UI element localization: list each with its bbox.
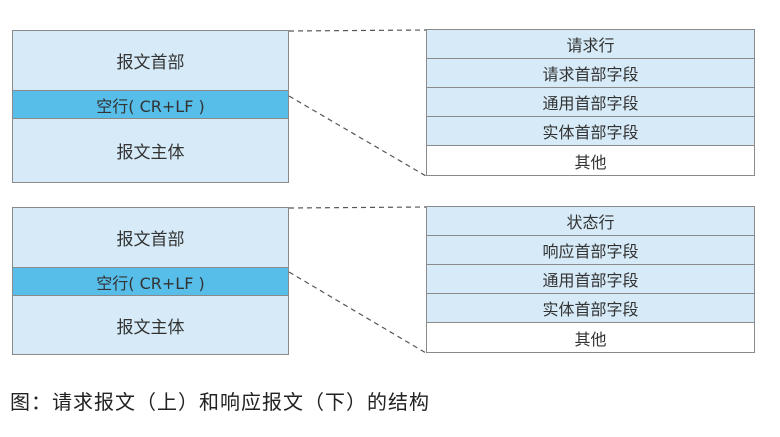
general-header-fields-row: 通用首部字段 [427,88,754,117]
other-row: 其他 [427,146,754,175]
response-message-box: 报文首部 空行( CR+LF ) 报文主体 [12,207,289,355]
response-header-detail-box: 状态行 响应首部字段 通用首部字段 实体首部字段 其他 [426,206,755,353]
response-top-connector [288,206,427,209]
request-line-row: 请求行 [427,30,754,59]
response-header-fields-row: 响应首部字段 [427,236,754,265]
request-header-detail-box: 请求行 请求首部字段 通用首部字段 实体首部字段 其他 [426,29,755,176]
other-row: 其他 [427,323,754,352]
request-bottom-connector [288,95,427,177]
request-header-fields-row: 请求首部字段 [427,59,754,88]
request-message-header: 报文首部 [13,31,288,90]
request-message-body: 报文主体 [13,119,288,182]
response-message-header: 报文首部 [13,208,288,267]
status-line-row: 状态行 [427,207,754,236]
entity-header-fields-row: 实体首部字段 [427,294,754,323]
request-top-connector [288,29,427,32]
general-header-fields-row: 通用首部字段 [427,265,754,294]
request-blank-line: 空行( CR+LF ) [13,90,288,119]
response-message-body: 报文主体 [13,296,288,354]
figure-caption: 图：请求报文（上）和响应报文（下）的结构 [10,390,430,414]
entity-header-fields-row: 实体首部字段 [427,117,754,146]
request-message-box: 报文首部 空行( CR+LF ) 报文主体 [12,30,289,183]
response-bottom-connector [288,271,427,354]
response-blank-line: 空行( CR+LF ) [13,267,288,296]
